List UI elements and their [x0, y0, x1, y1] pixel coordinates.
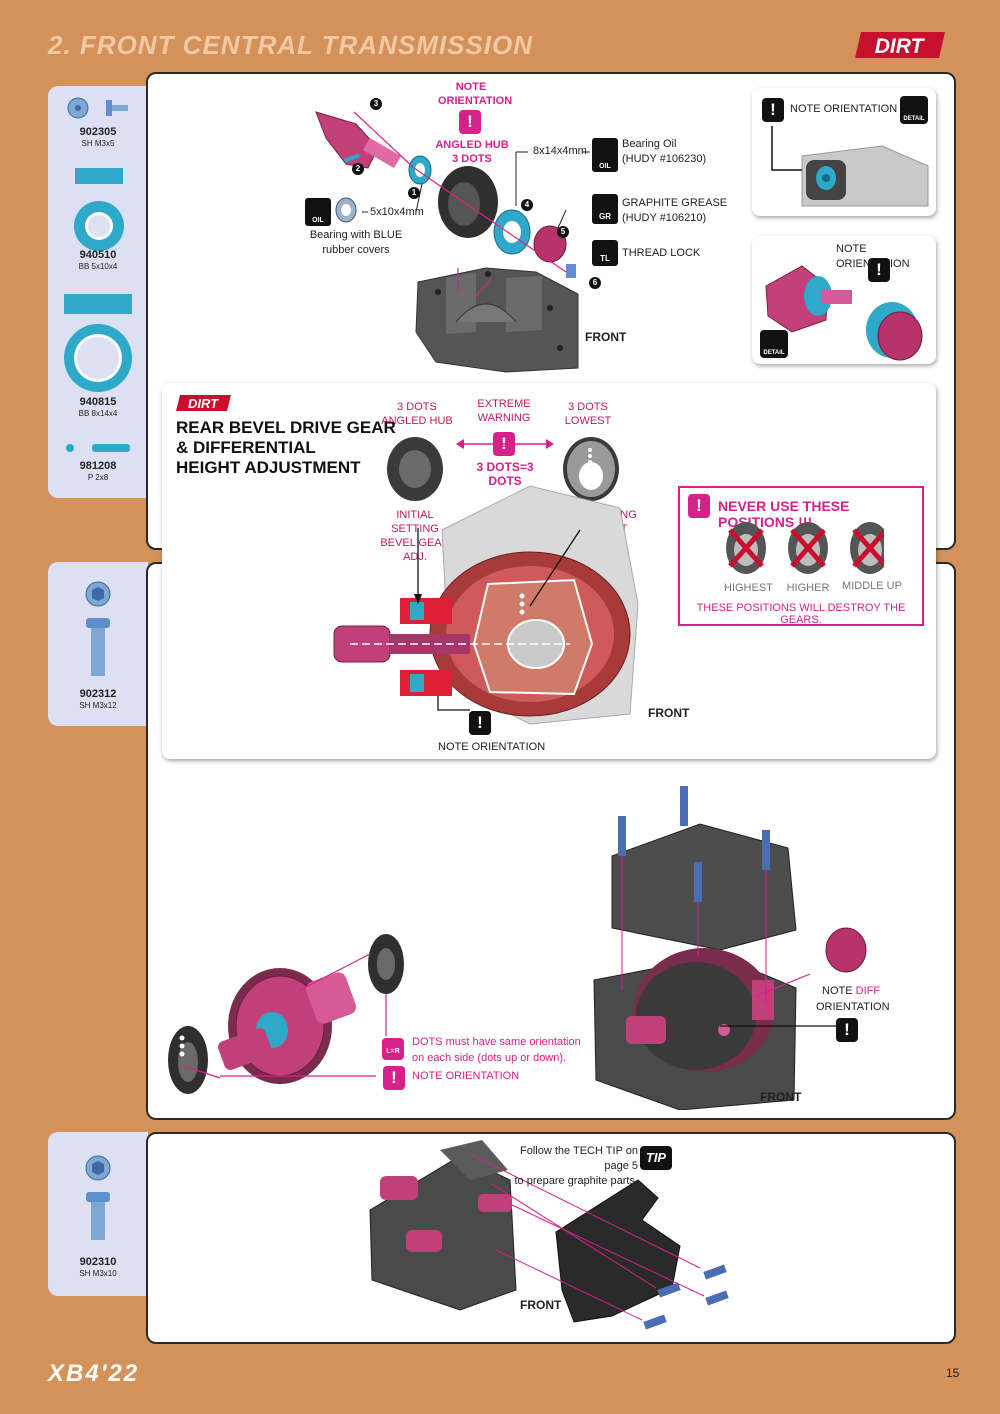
tip-badge: TIP: [640, 1146, 672, 1170]
bearing-oil-label: Bearing Oil (HUDY #106230): [622, 138, 707, 165]
lr-badge-text: L=R: [386, 1048, 400, 1055]
position-highest: HIGHEST: [724, 582, 773, 594]
thread-lock-icon: TL: [592, 240, 618, 266]
parts-side-panel-1: 902305 SH M3x5 940510 BB 5x10x4 940815 B…: [48, 86, 148, 498]
step-number: 3: [370, 98, 382, 110]
bearing-icon: [62, 294, 134, 399]
position-higher: HIGHER: [786, 582, 830, 594]
position-middle-up: MIDDLE UP: [842, 580, 902, 592]
step-4-illustration: [369, 1140, 729, 1330]
dirt-logo-small-text: DIRT: [188, 396, 219, 411]
pin-icon: [64, 441, 134, 460]
parts-side-panel-2: 902312 SH M3x12: [48, 562, 148, 726]
note-diff-orientation: ORIENTATION: [816, 1001, 890, 1013]
grease-icon: GR: [592, 194, 618, 224]
step-number: 4: [521, 199, 533, 211]
detail-note-label: NOTE ORIENTATION: [790, 103, 898, 115]
bearing-8x14-label: 8x14x4mm: [533, 145, 587, 157]
step-number: 5: [557, 226, 569, 238]
warning-icon: !: [762, 98, 784, 122]
part-desc: BB 5x10x4: [78, 262, 118, 271]
extreme-warning-label: EXTREME WARNING: [477, 398, 531, 424]
note-diff-label: NOTE DIFF: [822, 984, 880, 999]
grease-icon-label: GR: [599, 212, 611, 221]
bearing-blue-label: Bearing with BLUE rubber covers: [309, 229, 403, 256]
lr-badge-icon: L=R: [382, 1038, 404, 1060]
oil-icon-label: OIL: [599, 163, 611, 170]
front-label: FRONT: [648, 706, 690, 720]
double-arrow: [456, 439, 554, 449]
part-desc: P 2x8: [87, 473, 109, 482]
graphite-grease-label: GRAPHITE GREASE (HUDY #106210): [622, 197, 728, 224]
lowest-3dots-label: 3 DOTS LOWEST: [564, 401, 612, 427]
equation-label: 3 DOTS=3 DOTS: [476, 460, 534, 488]
warning-icon: !: [383, 1066, 405, 1090]
part-code: 902305: [79, 126, 117, 138]
part-desc: SH M3x10: [79, 1269, 117, 1278]
note-diff-prefix: NOTE: [822, 985, 856, 997]
part-code: 940815: [79, 396, 117, 408]
note-orientation-label: NOTE ORIENTATION: [438, 741, 546, 753]
detail-icon-label: DETAIL: [903, 116, 925, 122]
thread-lock-label: THREAD LOCK: [622, 247, 701, 259]
oil-icon-label: OIL: [312, 217, 324, 224]
thread-lock-icon-label: TL: [600, 254, 610, 263]
dirt-logo-small: DIRT: [176, 394, 232, 417]
bearing-icon: [73, 168, 125, 263]
part-code: 940510: [79, 249, 117, 261]
bearing-5x10-label: 5x10x4mm: [370, 206, 424, 218]
detail-icon-label: DETAIL: [763, 350, 785, 356]
front-label: FRONT: [585, 330, 627, 344]
warning-icon: !: [868, 258, 890, 282]
dirt-logo-text: DIRT: [875, 35, 926, 58]
detail-card-2: NOTE ORIENTATION ! DETAIL: [752, 236, 936, 364]
oil-icon: OIL: [592, 138, 618, 172]
parts-side-panel-3: 902310 SH M3x10: [48, 1132, 148, 1296]
step-1-illustration: [146, 72, 952, 546]
part-desc: SH M3x5: [81, 139, 115, 148]
warning-icon: !: [836, 1018, 858, 1042]
note-orientation-label: NOTE ORIENTATION: [412, 1070, 520, 1082]
front-label: FRONT: [520, 1298, 562, 1312]
step-number: 2: [352, 163, 364, 175]
tech-tip-note: Follow the TECH TIP on page 5 to prepare…: [514, 1145, 638, 1187]
detail-icon: DETAIL: [900, 96, 928, 124]
dirt-logo: DIRT: [855, 30, 947, 60]
tip-badge-text: TIP: [645, 1150, 667, 1165]
page-number: 15: [946, 1366, 960, 1380]
part-code: 902312: [79, 688, 117, 700]
part-code: 902310: [79, 1256, 117, 1268]
angled-hub-ring: [387, 437, 443, 501]
warning-icon: !: [459, 110, 481, 134]
front-label: FRONT: [760, 1090, 802, 1104]
diff-height-ring: [563, 437, 619, 501]
step-3-illustration: [168, 786, 867, 1110]
step-number: 1: [408, 187, 420, 199]
section-title: 2. FRONT CENTRAL TRANSMISSION: [48, 30, 533, 60]
gearbox-cross-section: [333, 485, 639, 725]
part-desc: BB 8x14x4: [78, 409, 118, 418]
note-diff-word: DIFF: [855, 985, 881, 997]
warning-icon: !: [688, 494, 710, 518]
never-use-box: ! NEVER USE THESE POSITIONS !!! HIGHEST …: [678, 486, 924, 626]
screw-icon: [82, 1152, 114, 1247]
warning-icon: !: [469, 711, 491, 735]
angled-hub-3dots-label: 3 DOTS ANGLED HUB: [381, 401, 453, 427]
part-desc: SH M3x12: [79, 701, 117, 710]
dots-orientation-note: DOTS must have same orientation on each …: [412, 1036, 581, 1064]
initial-bevel-label: INITIAL SETTING BEVEL GEAR ADJ.: [380, 509, 450, 563]
screw-icon: [82, 578, 114, 683]
screw-icon: [66, 96, 132, 125]
detail-icon: DETAIL: [760, 330, 788, 358]
step-4-panel: [146, 1132, 956, 1344]
destroy-warning: THESE POSITIONS WILL DESTROY THE GEARS.: [696, 602, 906, 626]
detail-card-1: ! NOTE ORIENTATION DETAIL: [752, 88, 936, 216]
part-code: 981208: [79, 460, 117, 472]
dirt-box-title: REAR BEVEL DRIVE GEAR & DIFFERENTIAL HEI…: [176, 418, 396, 477]
angled-hub-label: ANGLED HUB 3 DOTS: [435, 139, 509, 165]
note-orientation-label: NOTE ORIENTATION: [438, 81, 513, 107]
oil-icon: OIL: [305, 198, 331, 226]
model-logo: XB4'22: [48, 1360, 140, 1387]
step-number: 6: [589, 277, 601, 289]
